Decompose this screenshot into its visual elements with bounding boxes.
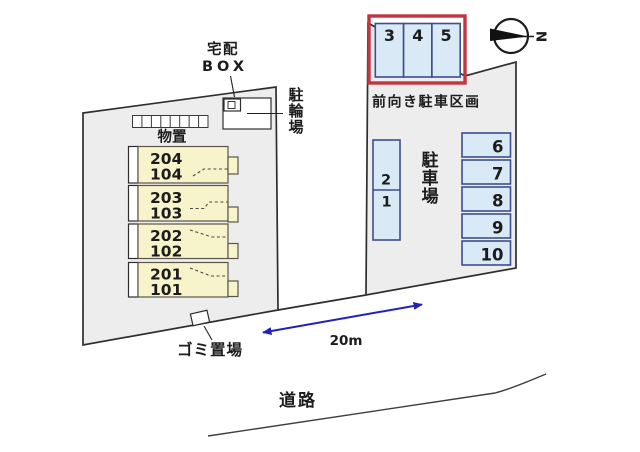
unit-row-202-102: 202 102 — [127, 223, 239, 261]
space-number-8: 8 — [492, 192, 503, 211]
unit-entry-strip — [127, 261, 139, 298]
parking-lot-char2: 車 — [422, 168, 439, 189]
unit-row-204-104: 204 104 — [127, 145, 239, 184]
garbage-box — [189, 309, 211, 327]
balcony-dash-line — [192, 168, 228, 177]
room-number-lower: 103 — [150, 205, 182, 223]
front-parking-highlight-box — [367, 14, 467, 85]
bicycle-parking — [222, 75, 283, 130]
room-number-lower: 102 — [150, 243, 182, 261]
unit-body — [137, 145, 229, 184]
parking-lot-char3: 場 — [422, 187, 439, 207]
unit-entry-strip — [127, 184, 139, 222]
road: 道路 — [207, 373, 547, 437]
right-parcel: 3 4 5 前向き駐車区画 2 1 駐 車 場 6 7 8 — [365, 14, 517, 297]
balcony-dash-line — [190, 201, 228, 210]
parking-space-6 — [461, 132, 512, 158]
unit-entry-strip — [127, 223, 139, 260]
unit-tab — [227, 242, 239, 260]
left-parking-column: 2 1 — [372, 139, 401, 241]
parking-lot-char1: 駐 — [422, 150, 439, 171]
bicycle-label-char2: 輪 — [288, 102, 304, 120]
space-number-9: 9 — [492, 219, 503, 238]
room-number-upper: 203 — [150, 189, 182, 207]
distance-arrow-line — [262, 302, 423, 335]
room-number-upper: 204 — [150, 150, 183, 168]
front-parking-spaces: 3 4 5 — [367, 14, 467, 85]
delivery-label-line1: 宅配 — [207, 40, 239, 58]
garbage-leader-line — [203, 325, 213, 341]
bicycle-label-char1: 駐 — [288, 86, 303, 104]
delivery-box-inner — [227, 101, 236, 109]
storage-shed-dividers — [141, 115, 200, 128]
balcony-dash-line — [189, 229, 228, 238]
front-parking-label: 前向き駐車区画 — [372, 94, 481, 111]
garbage-label: ゴミ置場 — [177, 340, 243, 359]
room-number-upper: 202 — [150, 227, 182, 245]
distance-label: 20m — [330, 333, 363, 349]
unit-tab — [227, 156, 239, 175]
distance-arrow: 20m — [262, 302, 423, 349]
compass-needle — [490, 28, 528, 41]
room-number-lower: 104 — [150, 166, 183, 184]
delivery-box-label: 宅配 BOX — [202, 40, 248, 75]
parking-space-8 — [461, 186, 512, 212]
unit-body — [137, 184, 229, 222]
unit-row-201-101: 201 101 — [127, 261, 239, 299]
unit-body — [137, 223, 229, 260]
unit-body — [137, 261, 229, 298]
parking-space-10 — [461, 240, 512, 266]
parking-space-7 — [461, 159, 512, 185]
building: 204 104 203 103 202 102 — [127, 145, 239, 299]
road-label: 道路 — [279, 390, 317, 411]
space-number-7: 7 — [492, 165, 503, 184]
right-parking-column: 6 7 8 9 10 — [461, 132, 512, 266]
unit-tab — [227, 206, 239, 223]
bicycle-label-char3: 場 — [288, 118, 303, 136]
unit-row-203-103: 203 103 — [127, 184, 239, 223]
room-number-upper: 201 — [150, 266, 182, 284]
parking-space-3 — [374, 22, 405, 78]
parking-space-9 — [461, 213, 512, 239]
delivery-label-line2: BOX — [202, 59, 248, 75]
storage-label: 物置 — [158, 128, 187, 146]
parking-space-5 — [431, 22, 461, 78]
delivery-box-leader-line — [229, 75, 236, 98]
space-number-3: 3 — [384, 26, 395, 45]
space-number-10: 10 — [481, 246, 504, 265]
room-number-lower: 101 — [150, 281, 182, 299]
space-number-2: 2 — [381, 173, 391, 189]
storage-shed: 物置 — [132, 115, 209, 146]
space-number-1: 1 — [381, 195, 391, 211]
parking-lot-label: 駐 車 場 — [422, 150, 439, 207]
unit-tab — [227, 280, 239, 298]
space-number-6: 6 — [492, 138, 503, 157]
unit-entry-strip — [127, 145, 139, 184]
space-number-5: 5 — [441, 26, 452, 45]
north-label: N — [533, 31, 549, 42]
garbage-area: ゴミ置場 — [177, 309, 243, 359]
bicycle-label: 駐 輪 場 — [288, 86, 304, 136]
north-compass-icon: N — [490, 17, 549, 55]
space-number-4: 4 — [412, 26, 423, 45]
parcel-boundary-line — [277, 294, 367, 311]
left-parcel: 物置 宅配 BOX 駐 輪 場 204 — [82, 40, 367, 359]
road-line — [207, 373, 547, 437]
balcony-dash-line — [189, 267, 228, 277]
